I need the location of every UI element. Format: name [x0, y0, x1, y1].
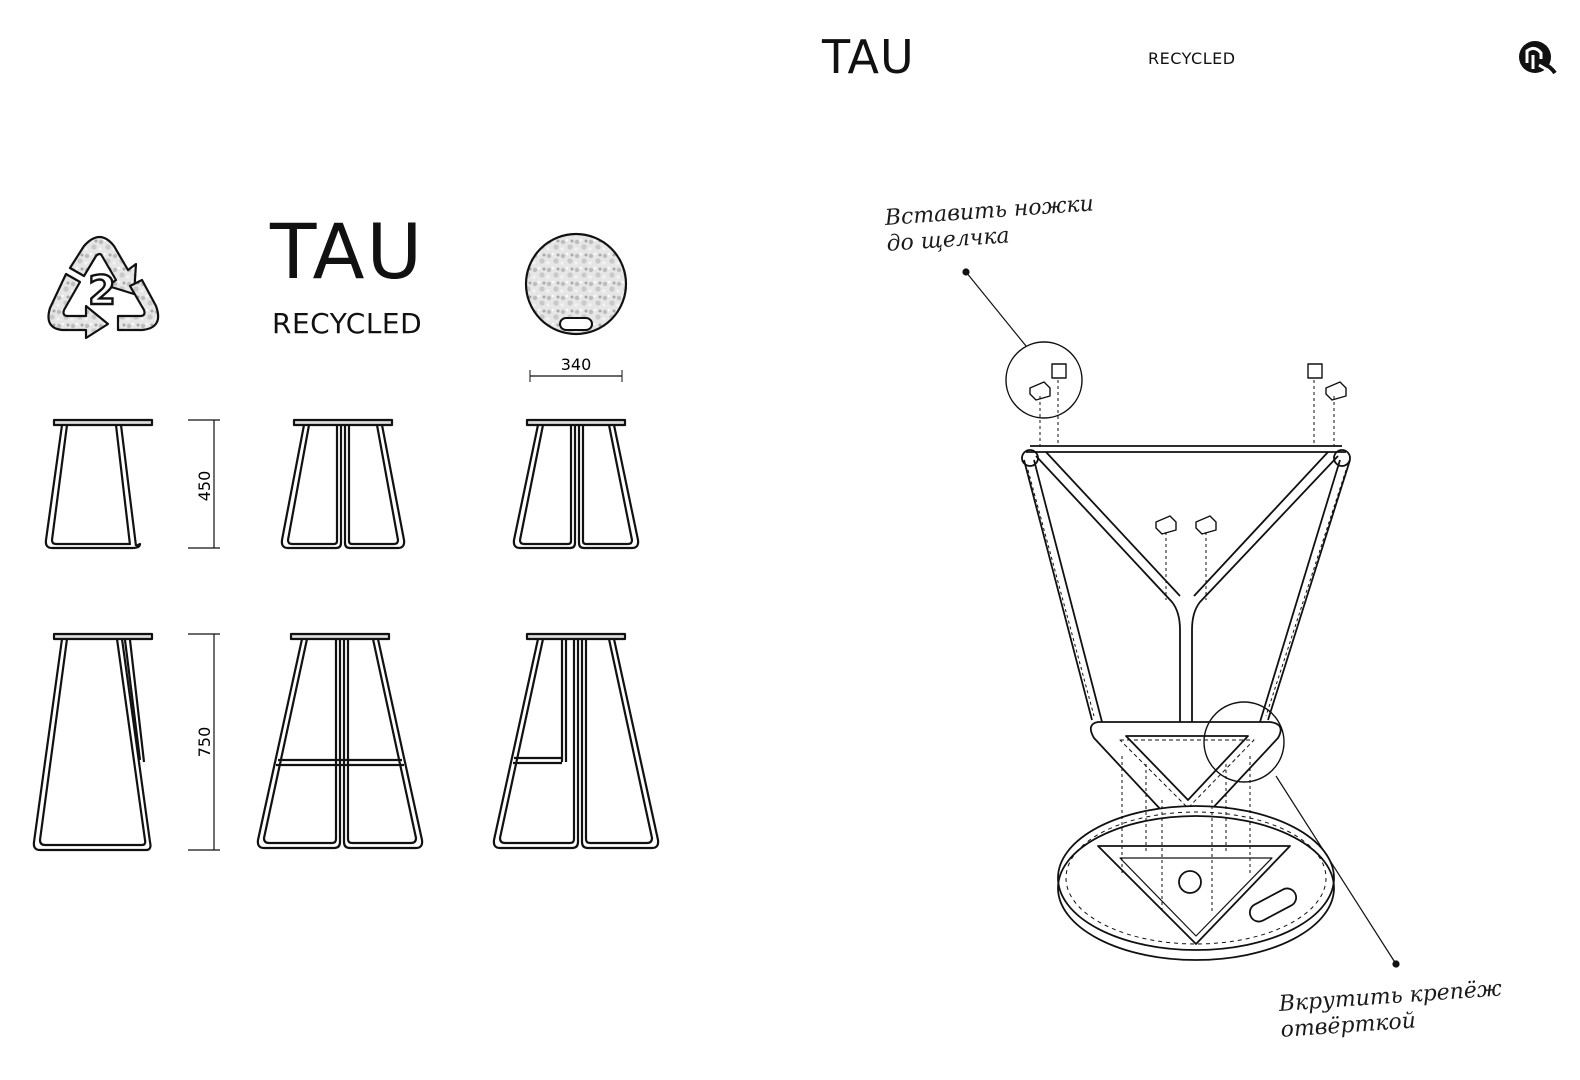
low-stool-back-view	[512, 418, 640, 550]
high-stool-side-view	[32, 632, 154, 852]
recycle-code: 2	[88, 268, 116, 314]
high-stool-front-view	[256, 632, 424, 850]
low-height-label: 450	[195, 471, 214, 502]
product-title: TAU	[270, 207, 425, 296]
high-height-label: 750	[195, 727, 214, 758]
low-stool-side-view	[44, 418, 154, 550]
header-subtitle: RECYCLED	[1148, 49, 1236, 68]
product-subtitle: RECYCLED	[272, 307, 423, 340]
low-height-dimension	[188, 419, 220, 549]
high-height-dimension	[188, 633, 220, 851]
header-title: TAU	[822, 30, 915, 84]
seat-diameter-label: 340	[561, 355, 592, 374]
high-stool-back-view	[492, 632, 660, 850]
seat-top-view	[524, 232, 628, 382]
annotation-leaders	[962, 268, 1400, 968]
assembly-exploded-view	[1005, 341, 1351, 961]
recycle-symbol-icon	[47, 235, 160, 340]
low-stool-front-view	[280, 418, 406, 550]
